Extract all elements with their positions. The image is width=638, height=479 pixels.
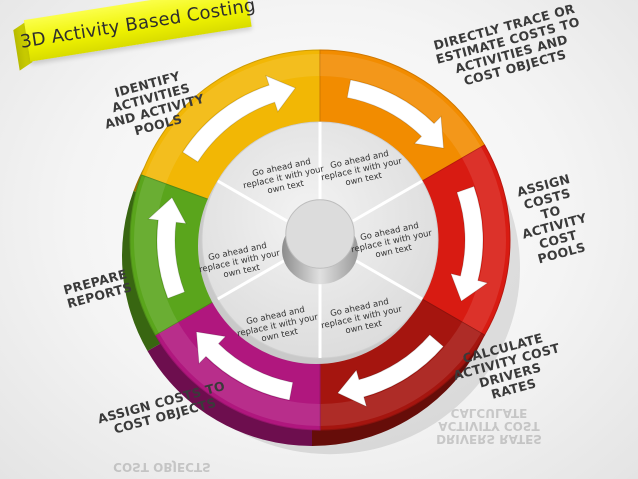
reflection-assign-objects: COST OBJECTS bbox=[92, 460, 232, 474]
inner-disc: Go ahead andreplace it with yourown text… bbox=[198, 121, 439, 364]
reflection-line: DRIVERS RATES bbox=[436, 432, 542, 446]
wedge-divider bbox=[217, 257, 288, 301]
wedge-divider bbox=[352, 257, 423, 301]
cycle-arrow bbox=[147, 196, 187, 300]
ring-segment-highlight bbox=[134, 176, 178, 333]
hub-top bbox=[285, 199, 355, 269]
cycle-arrow bbox=[450, 185, 489, 302]
cycle-arrow bbox=[181, 74, 297, 163]
ring-segment-highlight bbox=[145, 53, 320, 184]
ring-segment-highlight bbox=[462, 147, 506, 333]
ring-segment-highlight bbox=[158, 322, 320, 426]
cycle-arrow bbox=[195, 331, 294, 401]
cycle-arrow bbox=[346, 79, 445, 149]
ring-segment-highlight bbox=[320, 54, 482, 158]
reflection-line: CALCULATE bbox=[450, 406, 528, 420]
reflection-line: ACTIVITY COST bbox=[438, 419, 540, 433]
reflection-line: COST OBJECTS bbox=[113, 460, 211, 474]
arrow-group bbox=[147, 74, 489, 408]
cycle-arrow bbox=[336, 334, 445, 408]
wedge-divider bbox=[352, 179, 423, 223]
wedge-divider bbox=[217, 179, 288, 223]
reflection-calculate: DRIVERS RATES ACTIVITY COST CALCULATE bbox=[434, 406, 544, 446]
